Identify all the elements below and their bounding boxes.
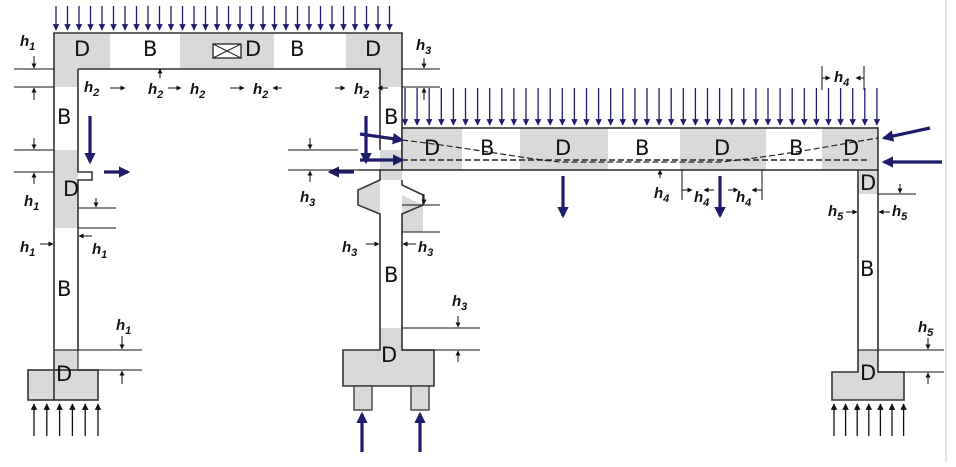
region-label-b: B (384, 105, 398, 129)
d-region-base-right (380, 328, 402, 350)
d-region-corbel-left (54, 150, 78, 228)
footing-right (343, 350, 434, 386)
pile-support (353, 385, 373, 411)
dim-label-h3: h3 (342, 239, 357, 259)
footing-left (28, 370, 98, 400)
d-region-corner-left (54, 33, 110, 69)
d-region-column-base (858, 350, 878, 372)
dimension-labels: h1 h1 h1 h1 h1 h2 h2 h2 h2 h2 h3 h3 h3 h… (20, 33, 934, 339)
dim-label-h4: h4 (834, 69, 849, 89)
dim-label-h2: h2 (190, 81, 205, 101)
region-label-d: D (860, 361, 876, 385)
dim-label-h2: h2 (148, 81, 163, 101)
footing-column (832, 372, 904, 400)
region-label-d: D (555, 136, 571, 160)
dim-label-h2: h2 (84, 79, 99, 99)
pile-support (410, 385, 430, 411)
d-region-beam-end-right (822, 128, 878, 170)
dim-label-h5: h5 (918, 319, 934, 339)
dim-label-h1: h1 (20, 239, 35, 259)
beam-outline (401, 127, 879, 171)
dim-label-h3: h3 (452, 293, 467, 313)
dim-label-h1: h1 (20, 33, 35, 53)
region-label-d: D (381, 343, 397, 367)
prestress-anchor-arrow (881, 126, 931, 142)
d-region-column-flare (380, 180, 423, 232)
dim-label-h4: h4 (694, 189, 709, 209)
d-region-corbel-right (380, 150, 402, 180)
region-label-d: D (365, 37, 381, 61)
dim-label-h2: h2 (354, 81, 369, 101)
d-region-column-top (858, 170, 878, 194)
region-label-b: B (57, 105, 71, 129)
region-labels: D B D B D B B D B D B D D B D B D B D D … (56, 37, 876, 386)
dimension-marks (14, 56, 944, 384)
dim-label-h5: h5 (892, 203, 908, 223)
point-loads (84, 116, 942, 452)
dim-label-h1: h1 (24, 193, 39, 213)
d-region-corner-left-leg (54, 69, 78, 87)
region-label-d: D (63, 177, 79, 201)
region-label-d: D (245, 37, 261, 61)
prestress-anchor-arrow (359, 132, 405, 145)
d-region-base-left (54, 350, 78, 370)
dim-label-h1: h1 (116, 317, 131, 337)
region-label-d: D (714, 136, 730, 160)
region-label-d: D (843, 136, 859, 160)
d-region-beam-midleft (520, 128, 608, 170)
dim-label-h2: h2 (253, 81, 268, 101)
d-region-corner-right (346, 33, 402, 69)
region-label-d: D (860, 171, 876, 195)
region-label-b: B (143, 37, 157, 61)
d-region-beam-midright (680, 128, 766, 170)
d-region-beam-end-left (402, 128, 462, 170)
region-label-b: B (384, 263, 398, 287)
dim-label-h3: h3 (418, 239, 433, 259)
tendon-draped (401, 137, 879, 163)
dim-label-h4: h4 (736, 189, 751, 209)
region-label-b: B (860, 257, 874, 281)
dim-label-h3: h3 (416, 37, 431, 57)
portal-frame (27, 32, 435, 411)
region-label-d: D (74, 37, 90, 61)
region-label-b: B (57, 277, 71, 301)
region-label-b: B (480, 136, 494, 160)
beam-and-column (401, 127, 905, 401)
dim-label-h1: h1 (92, 241, 107, 261)
opening-box-icon (212, 43, 242, 59)
loads (30, 6, 907, 436)
region-label-d: D (56, 362, 72, 386)
dim-label-h3: h3 (300, 189, 315, 209)
dim-label-h5: h5 (828, 203, 844, 223)
dim-label-h4: h4 (654, 185, 669, 205)
region-label-b: B (290, 37, 304, 61)
region-label-d: D (424, 136, 440, 160)
region-label-b: B (789, 136, 803, 160)
d-region-corner-right-leg (380, 69, 402, 87)
region-label-b: B (635, 136, 649, 160)
